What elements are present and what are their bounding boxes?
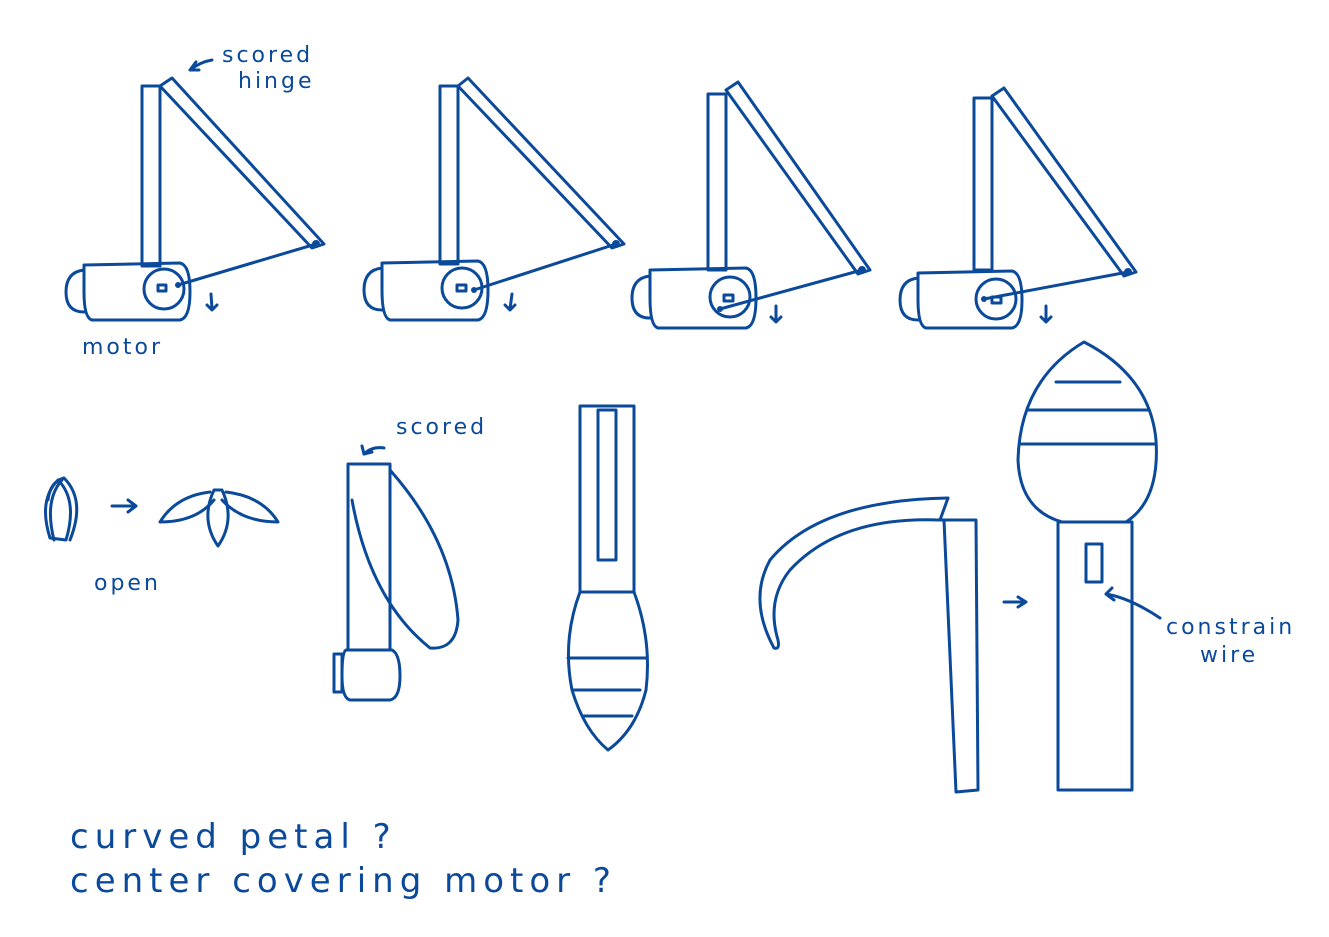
label-scored-hinge-line1: scored [222,43,313,68]
label-scored: scored [396,415,487,440]
curved-strip [760,498,978,792]
hinge-stage-4 [900,88,1136,328]
center-covering [1018,342,1160,790]
label-scored-hinge-line2: hinge [238,69,315,94]
hinge-stage-2 [364,78,624,320]
closed-bud [46,478,77,540]
label-open: open [94,571,161,596]
note-center-covering: center covering motor ? [70,861,617,901]
hinge-stage-3 [632,82,870,328]
label-wire: wire [1200,643,1258,668]
hinge-stage-1 [66,78,324,320]
label-constrain: constrain [1166,615,1295,640]
note-curved-petal: curved petal ? [70,817,397,857]
scored-hinge-arrow [190,60,212,70]
scored-petal-side [334,446,458,700]
petal-front-view [568,406,648,750]
open-arrow [112,500,136,512]
open-flower [160,490,278,546]
transform-arrow [1004,597,1026,607]
label-motor: motor [82,335,163,360]
